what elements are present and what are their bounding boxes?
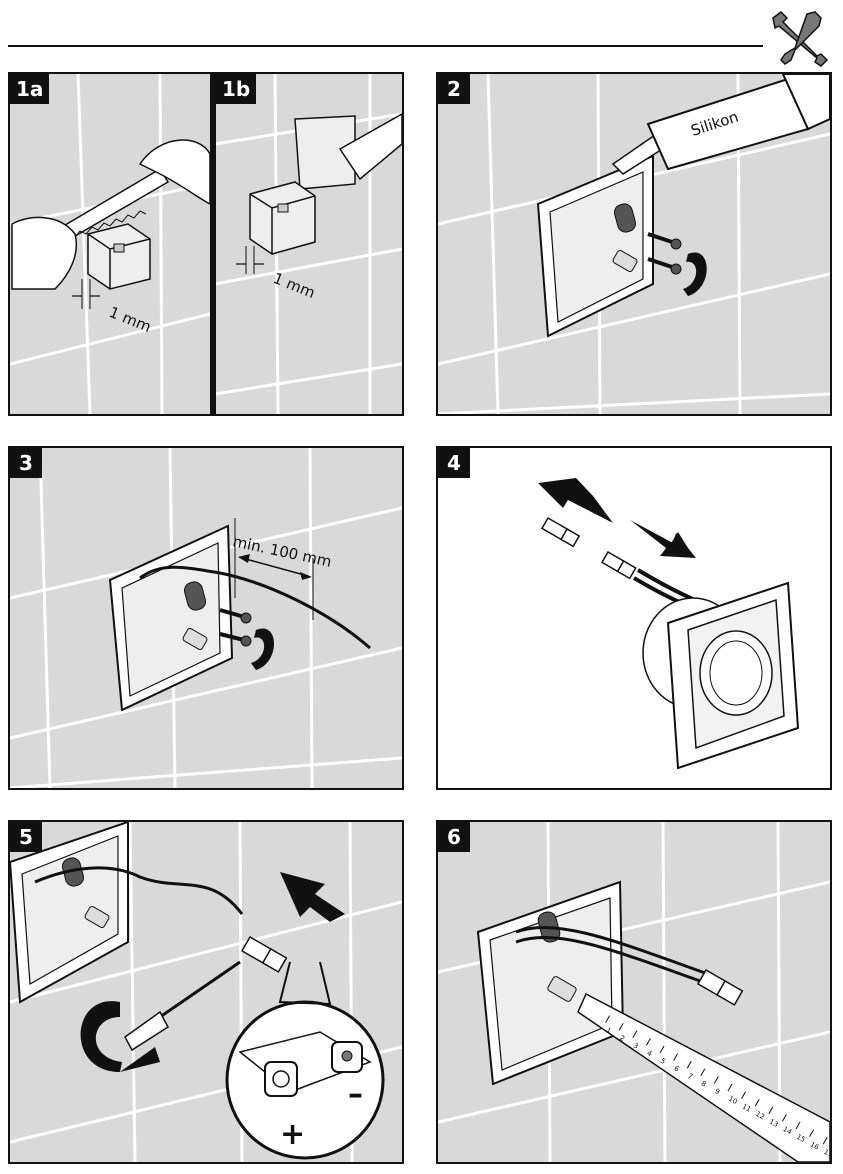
step-badge-2: 2 xyxy=(438,74,470,104)
ruler-tick-mark xyxy=(781,1114,787,1122)
ruler-tick-label: 6 xyxy=(673,1064,681,1073)
panel-step-3: min. 100 mm 3 xyxy=(8,446,404,790)
ruler-tick-label: 15 xyxy=(795,1133,807,1144)
panel-step-1: 1 mm 1 mm 1a 1b xyxy=(8,72,404,416)
panel-step-4: 4 xyxy=(436,446,832,790)
step-badge-5: 5 xyxy=(10,822,42,852)
wrench-screwdriver-icon xyxy=(772,11,829,67)
ruler-tick-label: 12 xyxy=(754,1110,766,1121)
ruler-tick-mark xyxy=(659,1045,665,1054)
ruler-tick-mark xyxy=(768,1106,774,1115)
ruler-tick-mark xyxy=(727,1083,733,1092)
ruler-tick-mark xyxy=(713,1076,719,1084)
ruler-tick-label: 7 xyxy=(686,1072,694,1081)
ruler-tick-label: 4 xyxy=(645,1049,653,1058)
ruler-tick-mark xyxy=(673,1053,679,1061)
ruler-tick-label: 2 xyxy=(618,1034,626,1043)
ruler-tick-label: 13 xyxy=(768,1118,780,1129)
ruler-tick-mark xyxy=(605,1015,611,1023)
step-badge-1a: 1a xyxy=(10,74,50,104)
min-distance-label: min. 100 mm xyxy=(231,532,333,570)
ruler-tick-label: 16 xyxy=(809,1140,821,1152)
ruler-tick-mark xyxy=(754,1098,760,1107)
ruler-tick-mark xyxy=(700,1068,706,1077)
ruler-tick-label: 9 xyxy=(713,1087,721,1096)
ruler-tick-label: 5 xyxy=(659,1057,667,1066)
ruler-tick-label: 17 xyxy=(822,1148,830,1159)
panel-step-5: + – 5 xyxy=(8,820,404,1164)
ruler-tick-label: 8 xyxy=(700,1080,708,1089)
ruler-tick-mark xyxy=(741,1091,747,1099)
ruler-tick-mark xyxy=(618,1022,624,1031)
ruler-tick-label: 1 xyxy=(605,1026,613,1035)
ruler-tick-label: 14 xyxy=(781,1125,793,1137)
ruler-tick-mark xyxy=(822,1136,828,1145)
step-badge-1b: 1b xyxy=(216,74,257,104)
ruler-tick-label: 11 xyxy=(741,1102,753,1113)
ruler-tick-label: 3 xyxy=(632,1042,640,1051)
ruler-tick-label: 10 xyxy=(727,1095,739,1106)
step-badge-3: 3 xyxy=(10,448,42,478)
minus-label: – xyxy=(348,1077,363,1112)
step-badge-6: 6 xyxy=(438,822,470,852)
ruler-tick-mark xyxy=(645,1038,651,1046)
step-badge-4: 4 xyxy=(438,448,470,478)
panel-step-2: Silikon 2 xyxy=(436,72,832,416)
plus-label: + xyxy=(280,1117,305,1152)
gap-label-1a: 1 mm xyxy=(107,303,154,336)
ruler-tick-mark xyxy=(686,1060,692,1069)
ruler-tick-mark xyxy=(632,1030,638,1039)
header-rule xyxy=(8,45,763,47)
ruler-tick-mark xyxy=(809,1129,815,1137)
ruler-tick-mark xyxy=(795,1121,801,1130)
